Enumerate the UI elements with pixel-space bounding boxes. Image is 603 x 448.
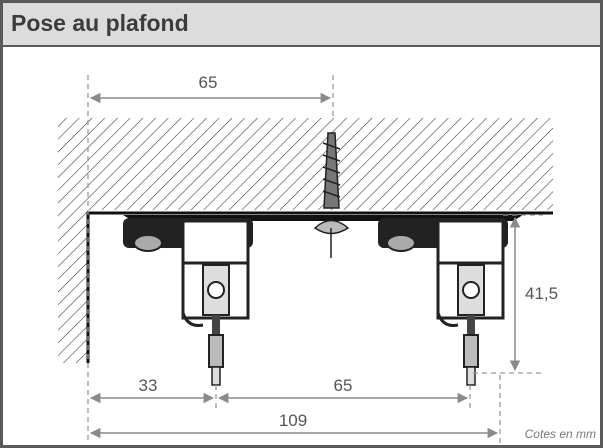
right-bracket-icon bbox=[378, 218, 508, 386]
page-title: Pose au plafond bbox=[11, 10, 189, 36]
units-note: Cotes en mm bbox=[525, 427, 596, 441]
dimension-guides bbox=[87, 75, 543, 443]
dim-label-screw-offset: 65 bbox=[199, 73, 218, 92]
left-bracket-icon bbox=[123, 218, 253, 386]
dim-label-left-offset: 33 bbox=[139, 376, 158, 395]
header-bar: Pose au plafond bbox=[3, 3, 600, 47]
dimension-lines bbox=[89, 92, 521, 439]
screw-icon bbox=[313, 132, 350, 258]
dim-label-total-width: 109 bbox=[279, 411, 307, 430]
dim-label-bracket-spacing: 65 bbox=[334, 376, 353, 395]
mounting-diagram: 65 41,5 33 65 109 Cotes en mm bbox=[58, 73, 596, 443]
dim-label-height: 41,5 bbox=[525, 284, 558, 303]
